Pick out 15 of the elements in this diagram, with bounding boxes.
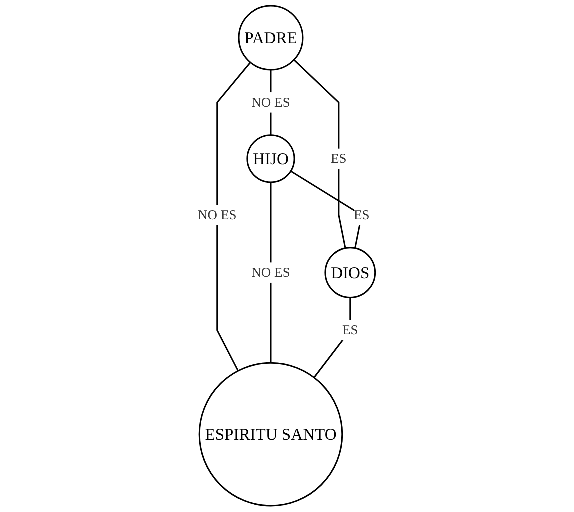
connector xyxy=(216,62,252,372)
node-circle: DIOS xyxy=(325,247,376,298)
node-circle: ESPIRITU SANTO xyxy=(199,362,344,507)
connector xyxy=(290,170,364,249)
node-circle: PADRE xyxy=(238,5,304,71)
edge-label: NO ES xyxy=(252,264,291,280)
edge-label: ES xyxy=(354,207,370,222)
node-circle: HIJO xyxy=(247,134,296,184)
connector xyxy=(314,298,352,378)
edge-label: NO ES xyxy=(252,94,291,110)
edge-label: NO ES xyxy=(198,207,238,222)
connector xyxy=(294,60,347,249)
edge-label: ES xyxy=(342,322,359,338)
edge-label: ES xyxy=(331,151,348,166)
connector xyxy=(270,182,272,364)
